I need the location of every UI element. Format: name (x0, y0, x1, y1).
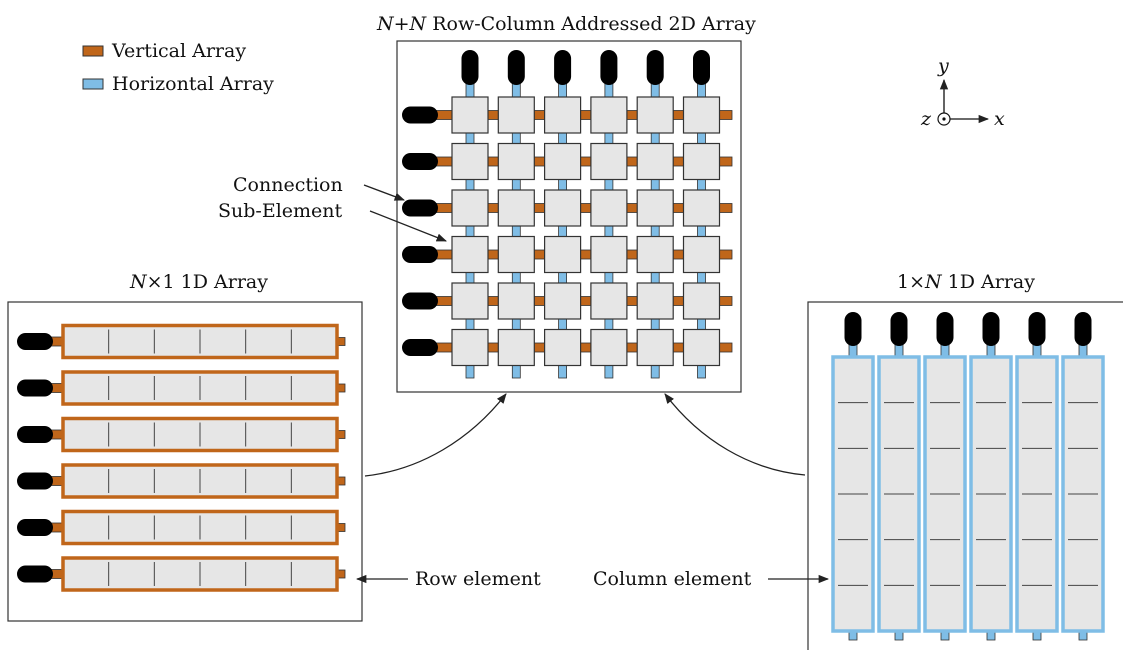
row-element-label: Row element (415, 568, 541, 590)
row-element-connector (17, 379, 53, 397)
rca-subelement (451, 328, 489, 367)
row-element-connector (17, 333, 53, 350)
connection-arrow (363, 184, 405, 201)
row-element-connector (17, 565, 53, 583)
column-element-connector (844, 312, 862, 346)
rca-subelement (451, 235, 489, 274)
rca-subelement (497, 142, 535, 181)
rca-subelement (590, 328, 628, 367)
rca-array-title: N+N Row-Column Addressed 2D Array (376, 13, 756, 35)
column-to-rca-arrow (664, 393, 806, 476)
subelement-label: Sub-Element (218, 200, 343, 222)
rca-subelement (497, 282, 535, 320)
axis-indicator: y z x (920, 55, 1005, 130)
rca-column-connector (600, 50, 618, 85)
row-element (17, 416, 346, 453)
rca-row-connector (402, 199, 438, 217)
rca-column-connector (507, 50, 525, 85)
rca-subelement (682, 142, 721, 181)
rca-subelement (636, 235, 674, 274)
column-element-connector (1074, 312, 1092, 346)
row-element (17, 509, 346, 546)
column-element-connector (890, 312, 908, 346)
rca-column-connector (693, 50, 710, 85)
rca-row-connector (402, 246, 438, 263)
rca-subelement (682, 189, 721, 227)
vertical-array-swatch (82, 45, 104, 57)
rca-subelement (497, 96, 535, 134)
rca-subelement (451, 189, 489, 227)
rca-subelement (682, 328, 721, 367)
row-element (17, 556, 346, 592)
rca-subelement (497, 328, 535, 367)
row-to-rca-arrow (364, 393, 507, 477)
rca-row-connector (402, 292, 438, 310)
column-element-array (831, 312, 1105, 641)
rca-column-connector (646, 50, 664, 85)
rca-row-connector (402, 106, 438, 124)
row-array-title: N×1 1D Array (129, 271, 268, 293)
rca-column-connector (461, 50, 479, 85)
y-axis-label: y (937, 55, 949, 77)
rca-subelement (590, 235, 628, 274)
rca-column-connector (554, 50, 572, 85)
rca-subelement (682, 282, 721, 320)
horizontal-array-swatch (82, 78, 104, 90)
rca-subelement (543, 142, 582, 181)
rca-subelement (636, 282, 674, 320)
rca-subelement (636, 96, 674, 134)
rca-subelement (543, 235, 582, 274)
rca-subelement (543, 96, 582, 134)
rca-subelement (636, 142, 674, 181)
rca-subelement (682, 96, 721, 134)
row-element (17, 463, 346, 499)
legend: Vertical Array Horizontal Array (82, 40, 274, 95)
rca-subelement (451, 96, 489, 134)
column-element (969, 312, 1013, 641)
rca-subelement (682, 235, 721, 274)
rca-subelement (590, 282, 628, 320)
rca-subelement (636, 328, 674, 367)
column-element-connector (982, 312, 1000, 346)
row-element-connector (17, 472, 53, 490)
rca-subelement (451, 142, 489, 181)
row-element (17, 370, 346, 406)
rca-row-connector (402, 339, 438, 356)
rca-subelement (497, 189, 535, 227)
rca-array (402, 50, 733, 379)
rca-subelement (636, 189, 674, 227)
row-element-connector (17, 426, 53, 443)
x-axis-label: x (994, 108, 1005, 130)
column-element (923, 312, 967, 641)
rca-subelement (543, 328, 582, 367)
rca-subelement (451, 282, 489, 320)
rca-subelement (543, 189, 582, 227)
column-array-title: 1×N 1D Array (897, 271, 1035, 293)
z-axis-label: z (920, 108, 932, 130)
column-element-connector (1028, 312, 1046, 346)
row-element-connector (17, 519, 53, 536)
subelement-arrow (369, 210, 447, 242)
horizontal-array-legend-label: Horizontal Array (112, 73, 274, 95)
rca-subelement (497, 235, 535, 274)
connection-label: Connection (233, 174, 343, 196)
column-element (1061, 312, 1105, 641)
rca-row-connector (402, 153, 438, 170)
row-element (17, 323, 346, 360)
rca-subelement (590, 142, 628, 181)
column-element (877, 312, 921, 641)
column-element-label: Column element (593, 568, 752, 590)
rca-subelement (543, 282, 582, 320)
rca-subelement (590, 96, 628, 134)
vertical-array-legend-label: Vertical Array (111, 40, 246, 62)
row-element-array (17, 323, 346, 592)
rca-subelement (590, 189, 628, 227)
column-element-connector (936, 312, 954, 346)
column-element (1015, 312, 1059, 641)
column-element (831, 312, 875, 641)
